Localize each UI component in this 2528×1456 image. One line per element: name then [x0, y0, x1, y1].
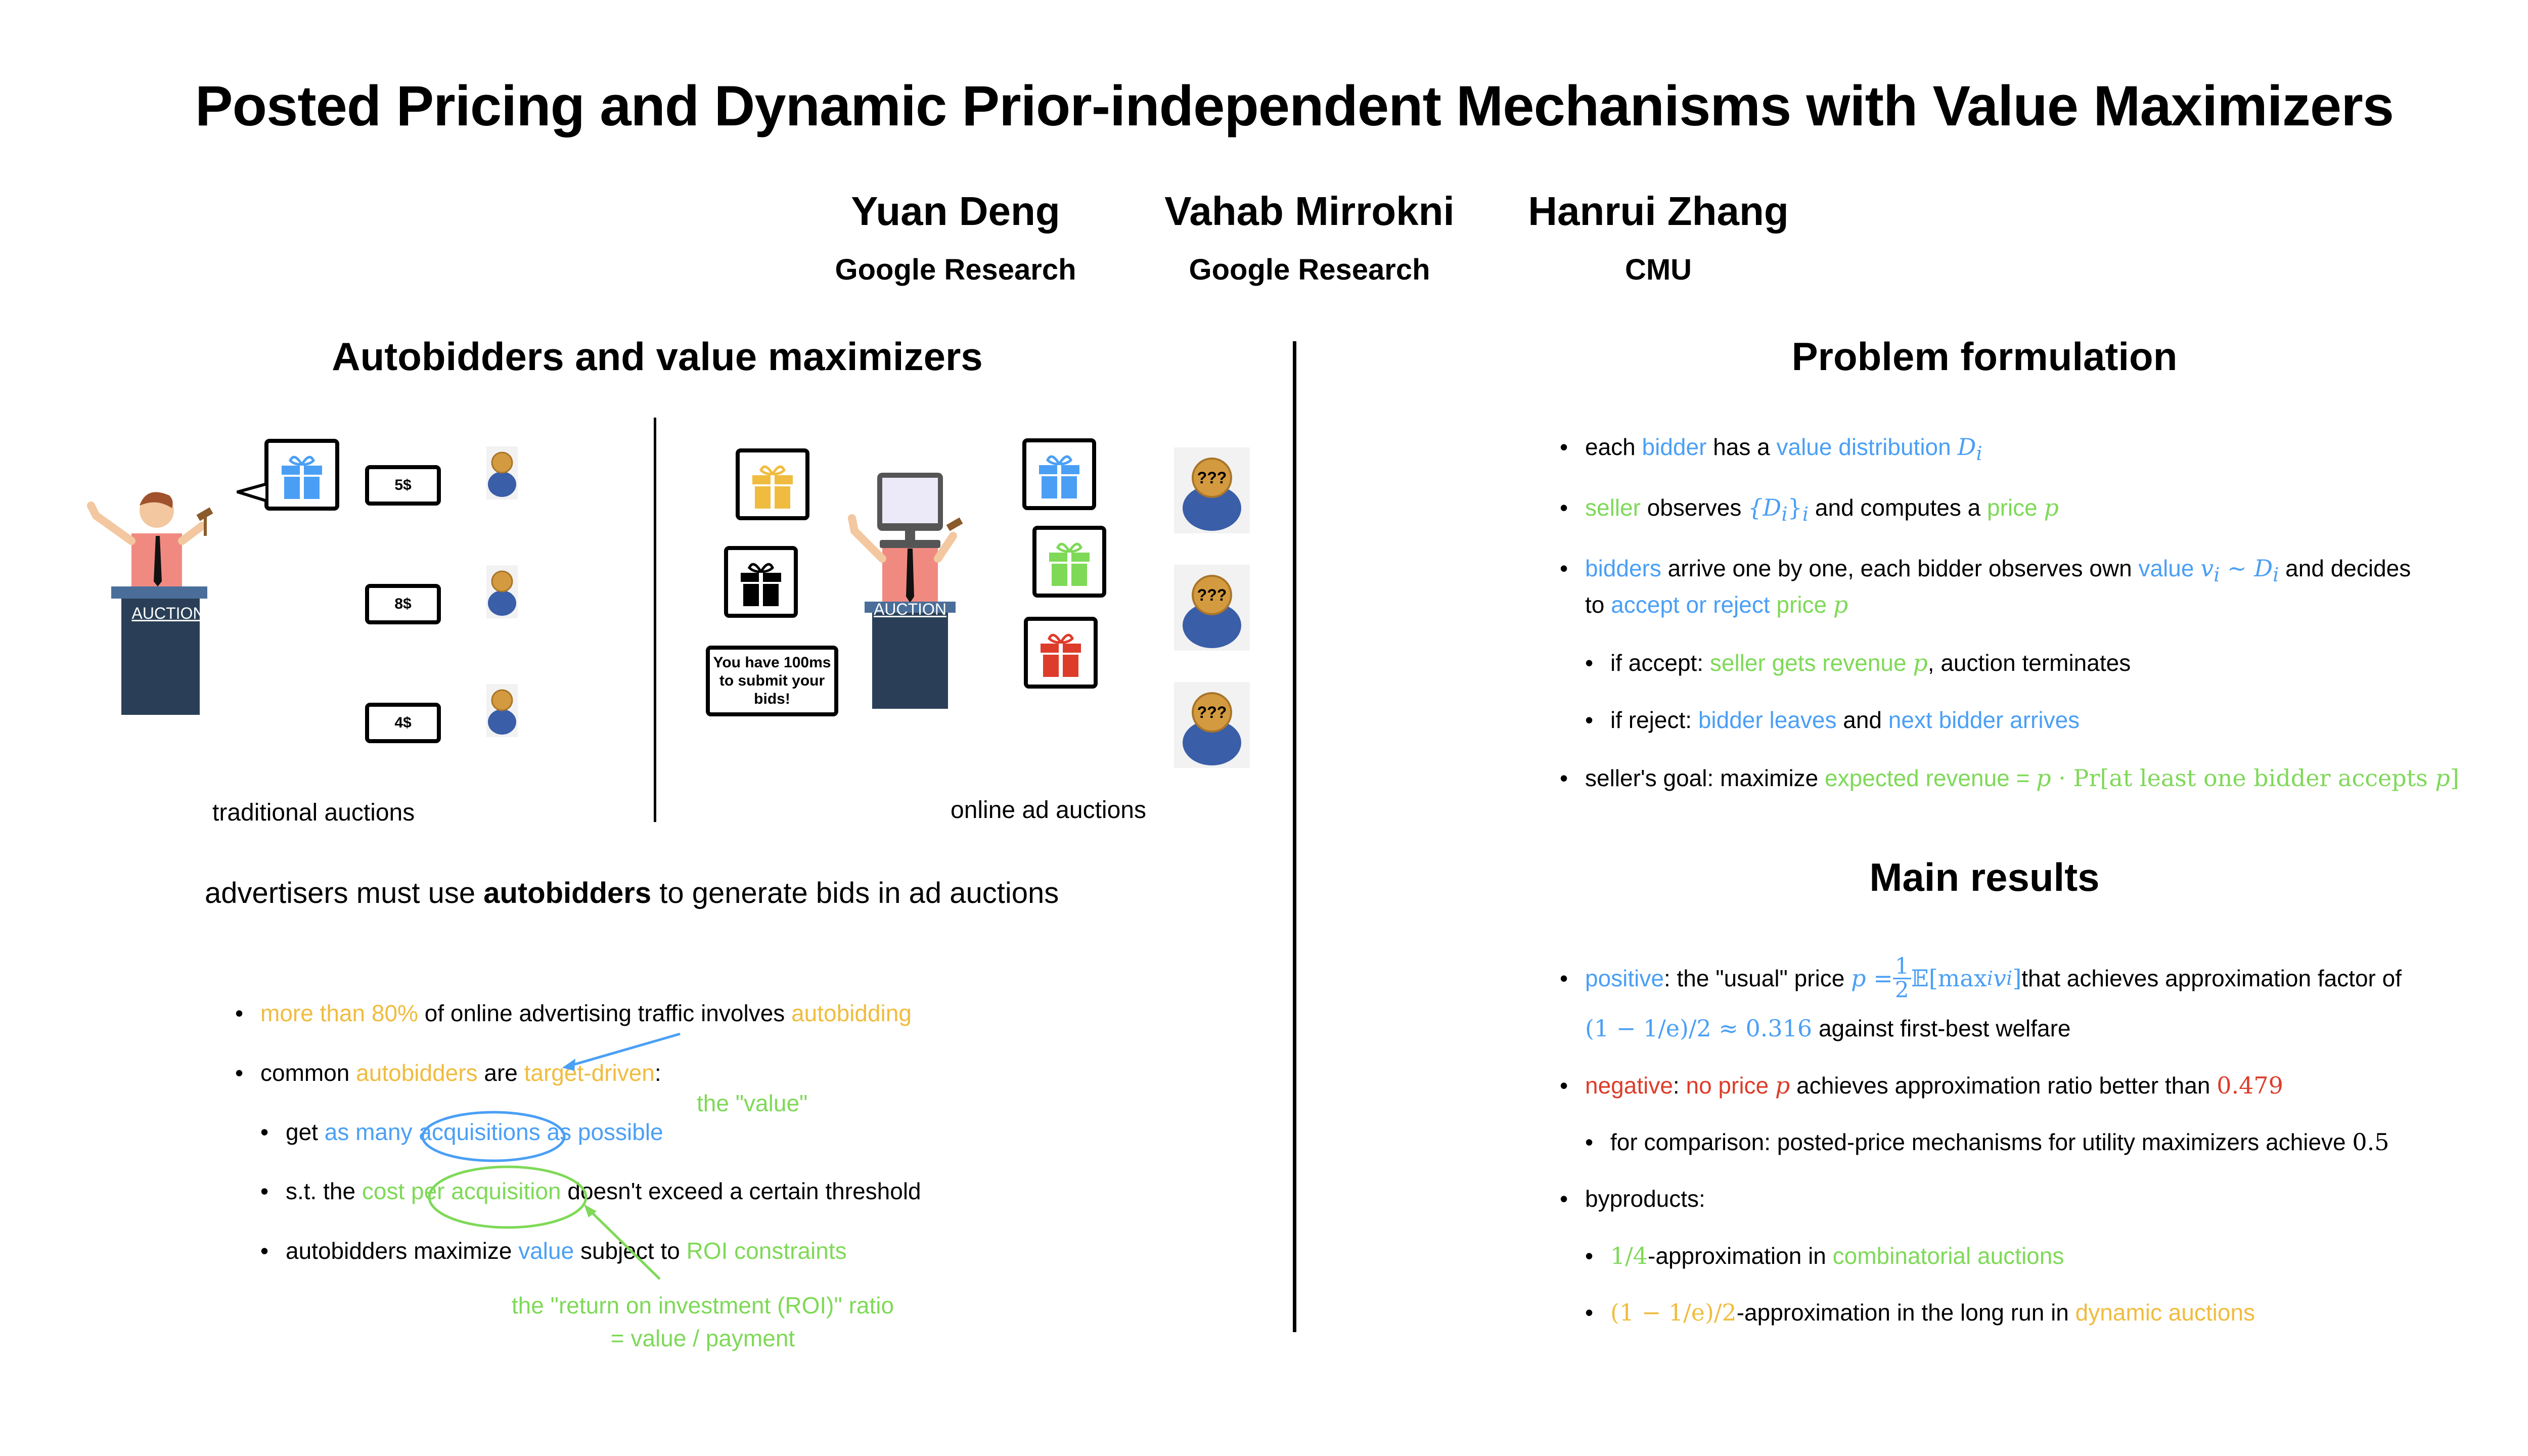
sub-bullet-cost-per-acquisition: •s.t. the cost per acquisition doesn't e… [260, 1178, 921, 1204]
person-icon [1183, 575, 1241, 648]
bullet-roi-constraints: •autobidders maximize value subject to R… [260, 1238, 847, 1264]
bidder-avatar [486, 446, 518, 499]
statement-text: advertisers must use [205, 877, 484, 909]
gift-icon [752, 465, 793, 509]
formulation-sub-reject: •if reject: bidder leaves and next bidde… [1585, 707, 2080, 733]
results-heading: Main results [1869, 855, 2100, 899]
online-ad-auctions-caption: online ad auctions [951, 797, 1146, 824]
author-name: Vahab Mirrokni [1164, 189, 1455, 234]
author-affiliation: CMU [1624, 253, 1692, 286]
left-section-heading: Autobidders and value maximizers [332, 334, 983, 379]
result-positive-cont: (1 − 1/e)/2 ≈ 0.316 against first-best w… [1585, 1015, 2071, 1042]
result-byproducts: •byproducts: [1560, 1186, 1705, 1212]
unknown-bidder-label: ??? [1197, 586, 1227, 604]
computer-auctioneer-icon [848, 473, 963, 709]
bid-bubble: 4$ [365, 703, 441, 743]
person-icon [488, 570, 516, 616]
bid-bubble: 8$ [365, 584, 441, 624]
result-negative: •negative: no price p achieves approxima… [1560, 1072, 2283, 1099]
computer-auctioneer-illustration [824, 470, 986, 713]
author-affiliation: Google Research [1189, 253, 1430, 286]
person-icon [488, 689, 516, 735]
formulation-bullet-distribution: •each bidder has a value distribution Di [1560, 433, 1982, 466]
autobidder-statement: advertisers must use autobidders to gene… [205, 876, 1059, 910]
item-bubble [1032, 526, 1106, 598]
gift-icon [741, 563, 781, 606]
bullet-autobidding-share: •more than 80% of online advertising tra… [235, 1000, 912, 1026]
bullet-target-driven: •common autobidders are target-driven: [235, 1060, 661, 1086]
item-bubble [1024, 617, 1098, 689]
author-affiliation: Google Research [835, 253, 1076, 286]
roi-annotation-line1: the "return on investment (ROI)" ratio [511, 1292, 894, 1318]
result-combinatorial: •1/4-approximation in combinatorial auct… [1585, 1242, 2064, 1269]
timer-bubble: You have 100ms to submit your bids! [706, 646, 838, 716]
bidder-avatar [486, 565, 518, 618]
gift-icon [1039, 455, 1079, 498]
podium-label: AUCTION [874, 600, 946, 618]
author-name: Yuan Deng [851, 189, 1060, 234]
unknown-bidder-label: ??? [1197, 469, 1227, 487]
column-divider [1293, 341, 1296, 1332]
roi-annotation-line2: = value / payment [610, 1325, 795, 1351]
formulation-bullet-goal: •seller's goal: maximize expected revenu… [1560, 764, 2459, 792]
gift-icon [282, 456, 322, 499]
item-bubble [736, 448, 809, 520]
result-dynamic: •(1 − 1/e)/2-approximation in the long r… [1585, 1299, 2255, 1326]
gift-icon [1049, 542, 1090, 586]
person-icon [1183, 458, 1241, 531]
formulation-sub-accept: •if accept: seller gets revenue p, aucti… [1585, 649, 2131, 676]
podium-label: AUCTION [131, 604, 205, 622]
item-bubble [264, 439, 339, 511]
formulation-bullet-arrival-cont: to accept or reject price p [1585, 591, 1848, 618]
poster-title: Posted Pricing and Dynamic Prior-indepen… [195, 74, 2394, 138]
statement-text: to generate bids in ad auctions [651, 877, 1059, 909]
item-bubble [1022, 438, 1096, 510]
unknown-bidder-avatar: ??? [1174, 682, 1250, 768]
bubble-tail [237, 483, 268, 503]
traditional-auctions-caption: traditional auctions [212, 799, 415, 826]
person-icon [488, 451, 516, 497]
formulation-bullet-arrival: •bidders arrive one by one, each bidder … [1560, 555, 2411, 587]
bidder-avatar [486, 684, 518, 737]
sub-bullet-acquisitions: •get as many acquisitions as possible [260, 1119, 663, 1145]
right-section-heading: Problem formulation [1791, 334, 2178, 379]
person-icon [1183, 692, 1241, 765]
statement-bold: autobidders [483, 877, 652, 909]
bid-bubble: 5$ [365, 465, 441, 506]
unknown-bidder-avatar: ??? [1174, 565, 1250, 651]
unknown-bidder-avatar: ??? [1174, 447, 1250, 533]
unknown-bidder-label: ??? [1197, 703, 1227, 721]
gift-icon [1041, 633, 1081, 677]
item-bubble [724, 546, 798, 618]
author-name: Hanrui Zhang [1528, 189, 1789, 234]
result-comparison: •for comparison: posted-price mechanisms… [1585, 1128, 2389, 1156]
value-annotation: the "value" [697, 1090, 808, 1116]
auctioneer-illustration [76, 485, 238, 718]
formulation-bullet-seller: •seller observes {Di}i and computes a pr… [1560, 494, 2059, 526]
figure-divider [654, 418, 656, 822]
auctioneer-icon [87, 492, 213, 715]
